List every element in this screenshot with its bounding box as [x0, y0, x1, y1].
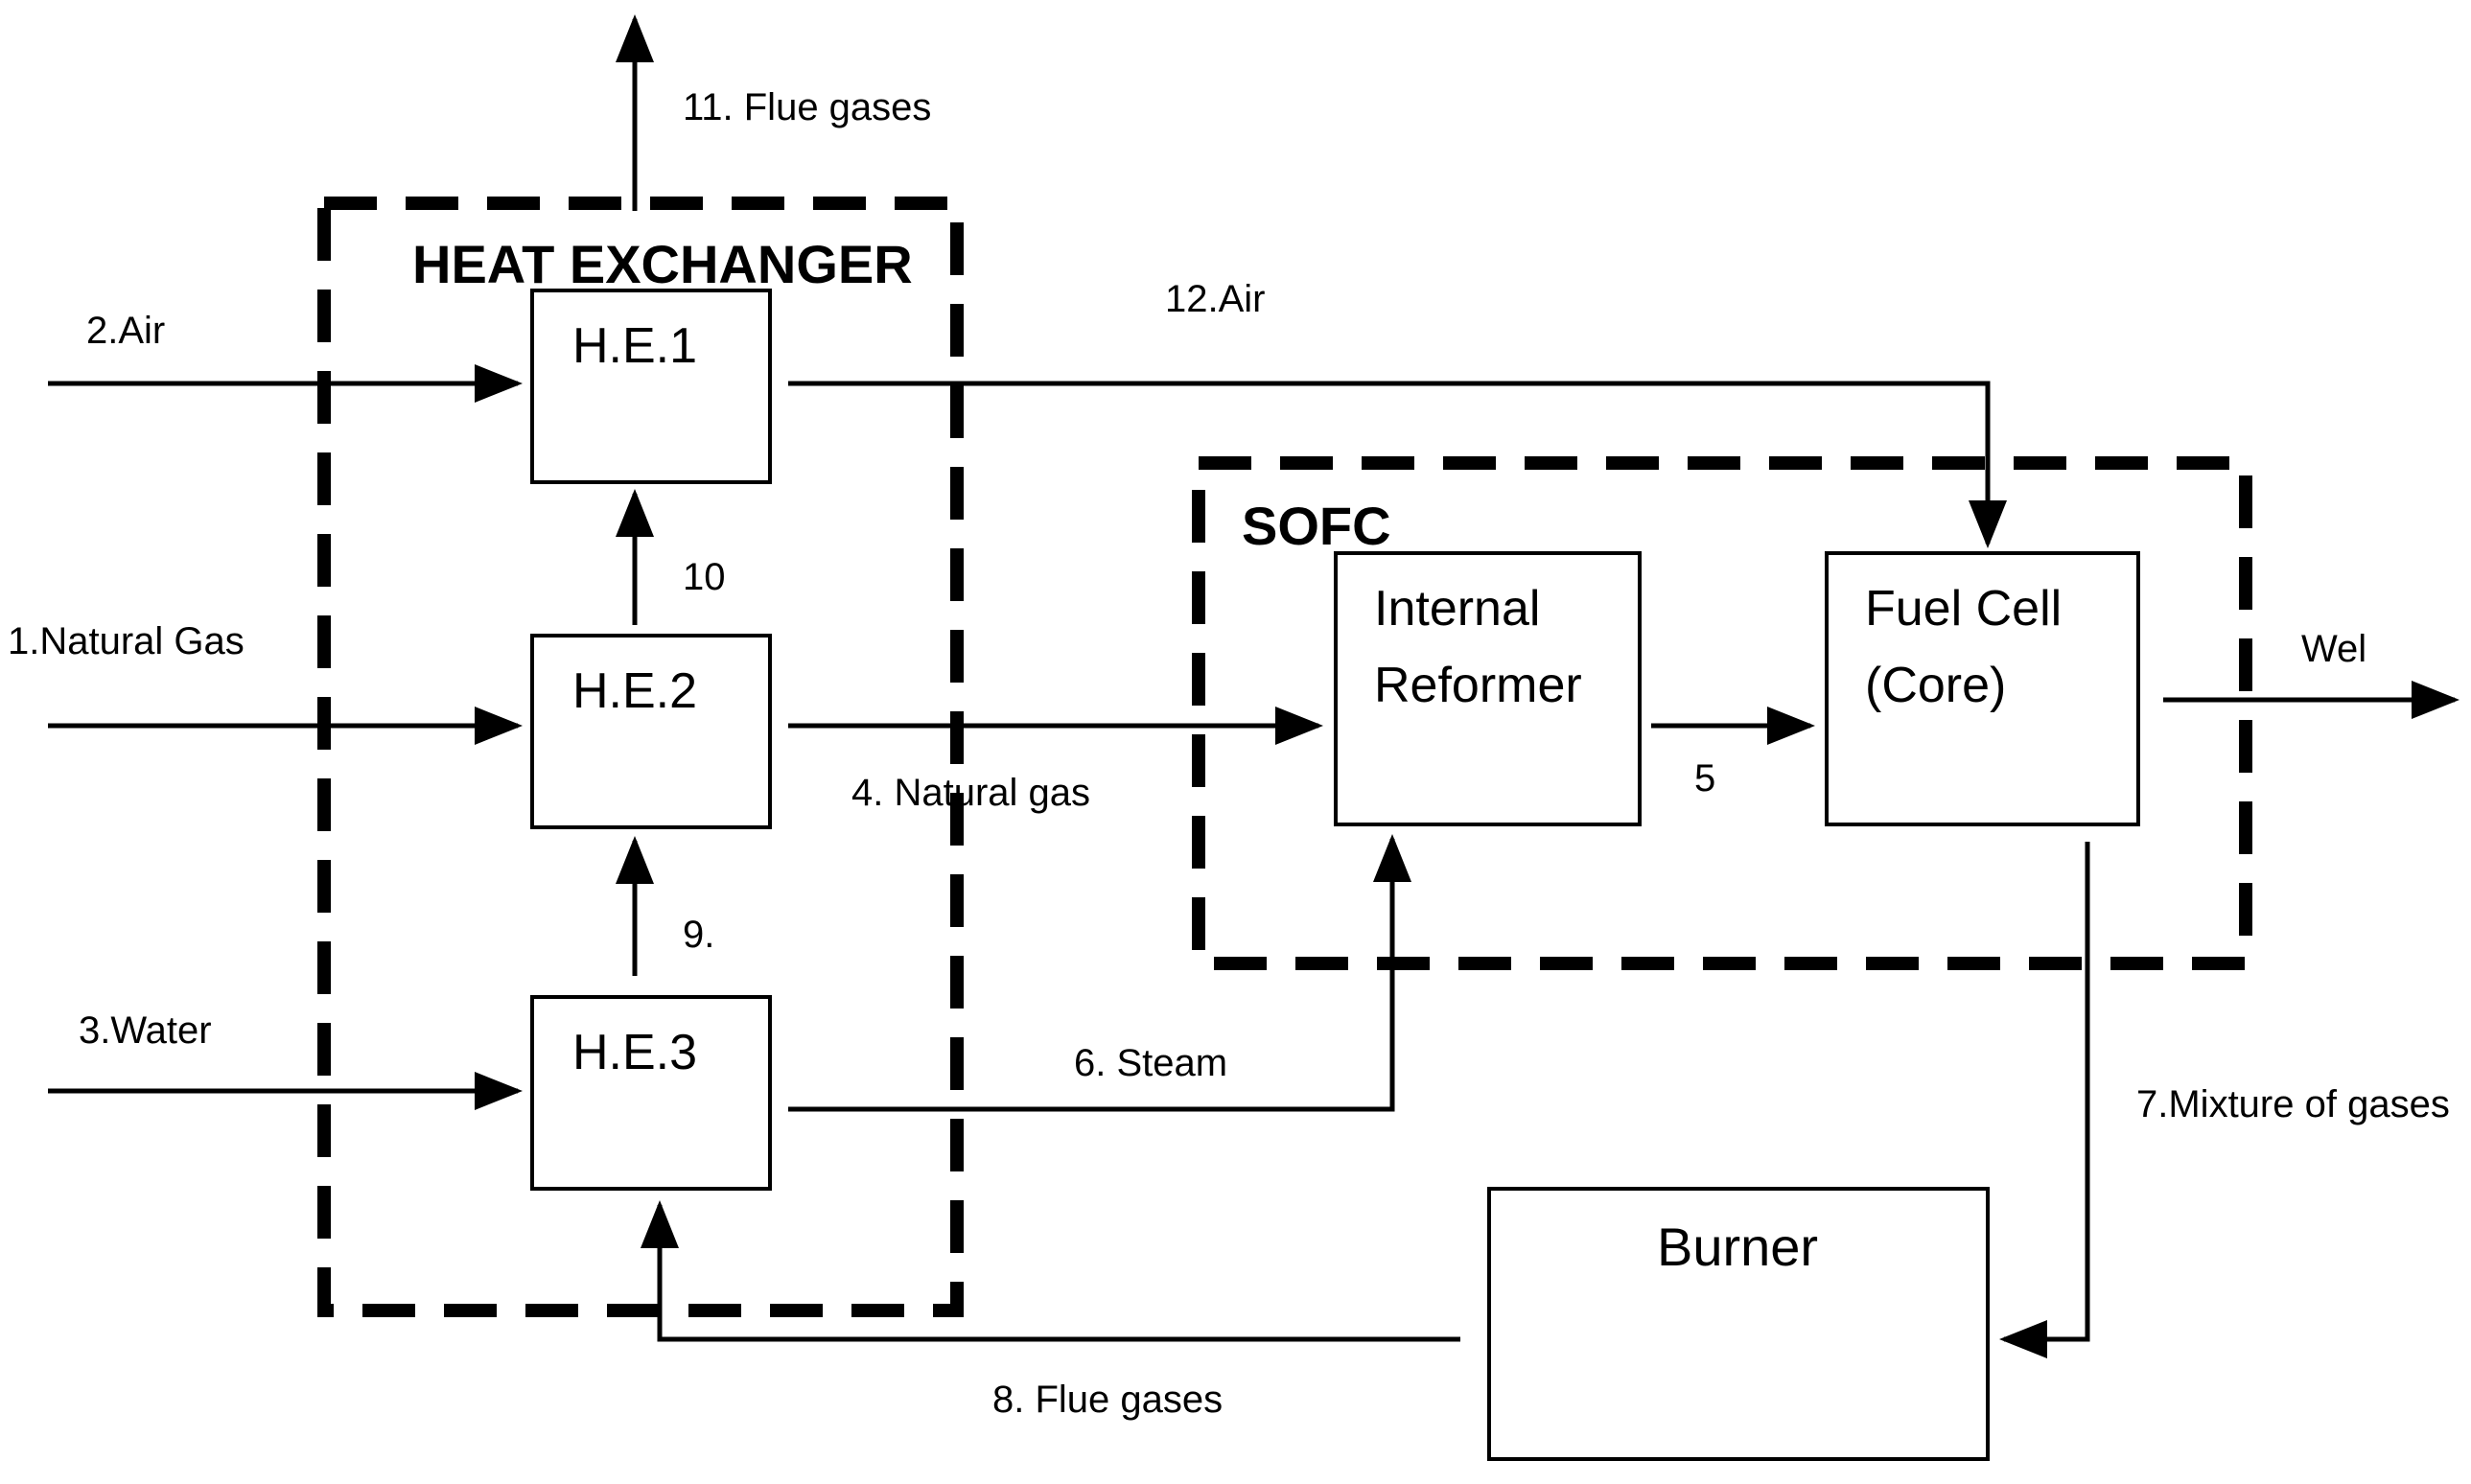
he3-label: H.E.3 [572, 1025, 697, 1080]
stream-2-label: 2.Air [86, 310, 165, 352]
stream-4-label: 4. Natural gas [851, 772, 1090, 814]
stream-12-arrow [788, 381, 2007, 548]
stream-8-label: 8. Flue gases [992, 1379, 1223, 1421]
he3-box [530, 995, 772, 1191]
fuel-cell-label-line1: Fuel Cell [1865, 581, 2062, 637]
he2-label: H.E.2 [572, 663, 697, 719]
heat-exchanger-label: HEAT EXCHANGER [412, 234, 913, 294]
stream-5-label: 5 [1694, 757, 1715, 800]
internal-reformer-label-line1: Internal [1374, 581, 1540, 637]
stream-6-label: 6. Steam [1074, 1042, 1227, 1084]
wel-label: Wel [2301, 628, 2366, 670]
he2-box [530, 634, 772, 829]
internal-reformer-label-line2: Reformer [1374, 658, 1582, 713]
stream-3-label: 3.Water [79, 1009, 212, 1052]
fuel-cell-label-line2: (Core) [1865, 658, 2006, 713]
burner-label: Burner [1657, 1217, 1818, 1277]
stream-10-label: 10 [683, 556, 726, 598]
stream-7-label: 7.Mixture of gases [2136, 1083, 2450, 1125]
stream-11-label: 11. Flue gases [683, 86, 931, 128]
stream-7-arrow [1999, 842, 2090, 1358]
stream-6-arrow [788, 834, 1411, 1112]
burner-box [1487, 1187, 1990, 1461]
stream-8-arrow [641, 1200, 1460, 1342]
heat-exchanger-boundary [317, 197, 964, 1317]
stream-9-label: 9. [683, 914, 714, 956]
he1-label: H.E.1 [572, 318, 697, 374]
fuel-cell-box [1825, 551, 2140, 826]
he1-box [530, 289, 772, 484]
stream-1-label: 1.Natural Gas [8, 620, 245, 662]
sofc-label: SOFC [1242, 496, 1391, 556]
internal-reformer-box [1334, 551, 1642, 826]
sofc-boundary [1192, 456, 2252, 970]
stream-12-label: 12.Air [1165, 278, 1266, 320]
